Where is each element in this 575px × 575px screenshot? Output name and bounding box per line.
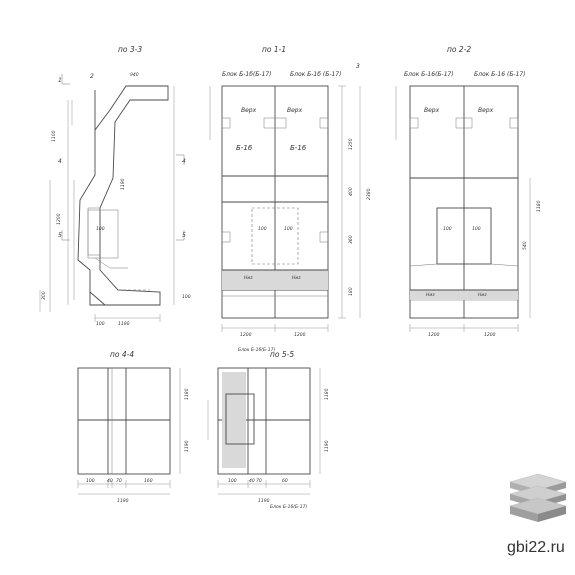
opening-rect: [87, 209, 119, 259]
svg-text:1190: 1190: [120, 178, 126, 190]
v11-mark-b16-right: Б-16: [290, 144, 307, 152]
v11-mark-verh-left: Верх: [241, 107, 257, 114]
svg-text:1200: 1200: [56, 213, 62, 225]
svg-text:1190: 1190: [324, 440, 330, 452]
svg-text:180: 180: [348, 287, 354, 296]
svg-text:100: 100: [182, 294, 191, 300]
svg-text:1250: 1250: [348, 138, 354, 150]
v22-mark-niz-left: Низ: [426, 292, 435, 298]
layers-icon: [509, 473, 567, 522]
v11-mark-verh-right: Верх: [287, 107, 303, 114]
section-mark-4-left: 4: [58, 158, 62, 165]
v44-dim-100: 100: [86, 478, 95, 484]
svg-text:940: 940: [130, 72, 139, 78]
view-2-2-title: по 2-2: [447, 45, 471, 54]
svg-text:1190: 1190: [118, 321, 130, 327]
v22-dim-1180: 1180: [536, 200, 542, 212]
svg-text:1180: 1180: [184, 388, 190, 400]
view-5-5-title: по 5-5: [270, 350, 294, 359]
v22-mark-verh-right: Верх: [478, 107, 494, 114]
view-section-1-1: по 1-1 Блок Б-1б(Б-17) Блок Б-1б (Б-17) …: [209, 45, 372, 338]
view-3-3-title: по 3-3: [118, 45, 142, 54]
svg-text:400: 400: [348, 187, 354, 196]
svg-text:1180: 1180: [324, 388, 330, 400]
v44-dim-1190: 1190: [117, 498, 129, 504]
section-mark-3: 3: [356, 63, 360, 70]
v22-block-right-label: Блок Б-16 (Б-17): [474, 71, 526, 78]
v55-block-bottom-label: Блок Б-16(Б-17): [270, 504, 307, 510]
v44-dim-70: 70: [116, 478, 122, 484]
v22-dim-1200-a: 1200: [428, 332, 440, 338]
section-mark-2: 2: [90, 73, 94, 80]
svg-text:300: 300: [41, 291, 47, 300]
block-profile-outline: [77, 85, 169, 306]
v55-dim-40: 40: [249, 478, 255, 484]
v55-outline: [217, 367, 311, 475]
view-1-1-title: по 1-1: [262, 45, 286, 54]
v11-dim-1200-a: 1200: [240, 332, 252, 338]
v22-mark-verh-left: Верх: [424, 107, 440, 114]
v44-outline: [77, 367, 171, 475]
v22-dim-1200-b: 1200: [484, 332, 496, 338]
v44-dim-160: 160: [144, 478, 153, 484]
v55-dim-100: 100: [228, 478, 237, 484]
view-section-3-3: по 3-3 1 2 4 4 5 5 1100 1190 1200 940 11…: [39, 45, 191, 327]
svg-text:100: 100: [96, 226, 105, 232]
v22-dim-100-b: 100: [472, 226, 481, 232]
v55-block-top-label: Блок Б-16(Б-17): [238, 347, 275, 353]
v55-dim-1190: 1190: [258, 498, 270, 504]
v11-mark-niz-left: Низ: [244, 275, 253, 281]
v22-block-left-label: Блок Б-16(Б-17): [404, 71, 454, 78]
v22-dim-100-a: 100: [443, 226, 452, 232]
svg-text:1190: 1190: [184, 440, 190, 452]
v44-dim-40: 40: [107, 478, 113, 484]
v55-dim-60: 60: [282, 478, 288, 484]
v55-dim-70: 70: [256, 478, 262, 484]
v11-dim-2380: 2380: [366, 188, 372, 200]
section-mark-5-left: 5: [58, 232, 62, 239]
v22-mark-niz-right: Низ: [478, 292, 487, 298]
svg-text:360: 360: [348, 235, 354, 244]
v11-dim-1200-b: 1200: [294, 332, 306, 338]
view-section-2-2: по 2-2 Блок Б-16(Б-17) Блок Б-16 (Б-17) …: [395, 45, 542, 338]
watermark-logo: gbi22.ru: [507, 473, 567, 556]
v11-mark-niz-right: Низ: [292, 275, 301, 281]
v11-dim-100-a: 100: [258, 226, 267, 232]
watermark-text: gbi22.ru: [507, 539, 565, 556]
section-mark-1: 1: [58, 77, 62, 84]
v11-block-left-label: Блок Б-1б(Б-17): [222, 71, 272, 78]
v55-opening: [225, 393, 255, 445]
v11-block-right-label: Блок Б-1б (Б-17): [290, 71, 341, 78]
view-section-4-4: по 4-4 100 40 70 160 1190 1180 1190: [77, 350, 190, 504]
svg-text:1100: 1100: [51, 130, 57, 142]
v11-mark-b16-left: Б-16: [236, 144, 253, 152]
v11-opening: [251, 207, 299, 265]
view-section-5-5: по 5-5 Блок Б-16(Б-17) Блок Б-16(Б-17) 1…: [207, 347, 330, 510]
svg-text:100: 100: [96, 321, 105, 327]
svg-text:540: 540: [522, 241, 528, 250]
v11-dim-100-b: 100: [284, 226, 293, 232]
view-4-4-title: по 4-4: [110, 350, 134, 359]
v22-opening: [436, 207, 492, 265]
